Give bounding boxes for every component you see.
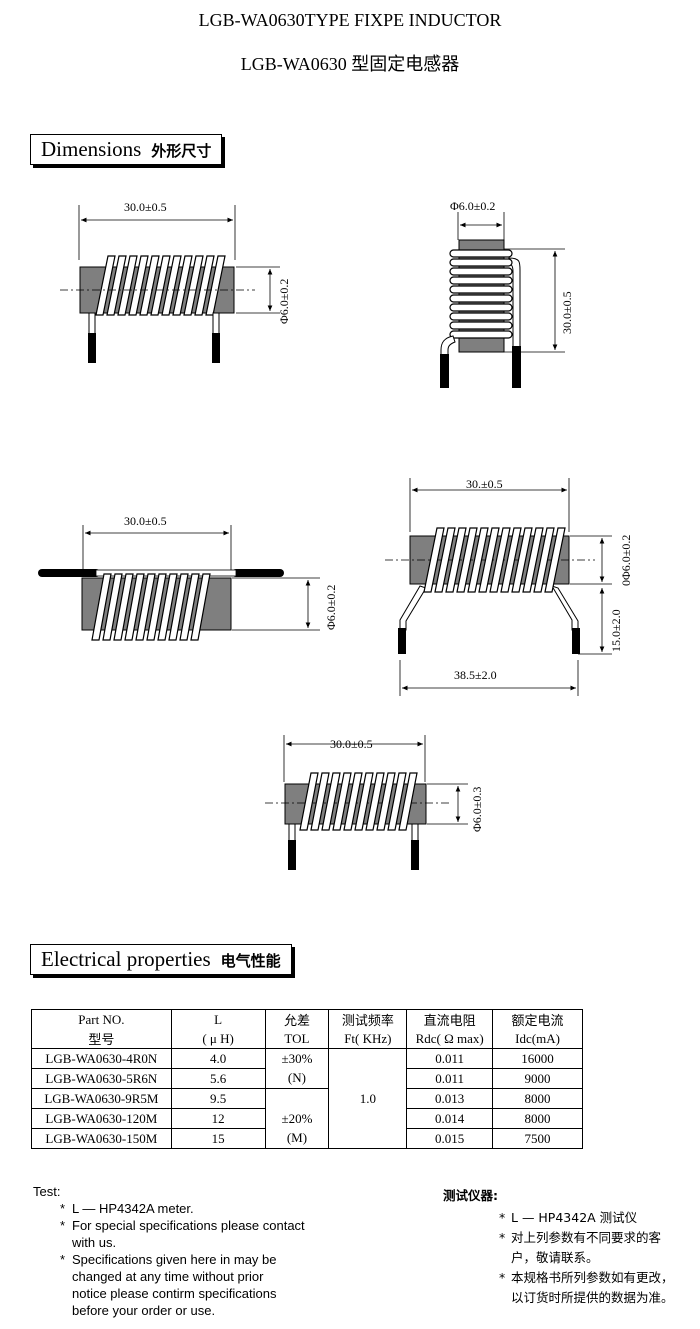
inductance: 15 <box>170 1128 266 1149</box>
figure-2-vertical-mount: Φ6.0±0.2 30.0±0.5 <box>440 199 574 388</box>
note-item: *L — HP4342A meter. <box>60 1201 194 1216</box>
rdc: 0.011 <box>406 1048 494 1069</box>
fig1-diameter-label: Φ6.0±0.2 <box>277 279 291 324</box>
tolerance-m: ±20% <box>264 1108 330 1129</box>
electrical-heading-zh: 电气性能 <box>220 952 281 970</box>
idc: 16000 <box>492 1048 583 1069</box>
test-notes-en: Test: *L — HP4342A meter. *For special s… <box>33 1183 353 1319</box>
fig4-height-label: 15.0±2.0 <box>609 609 623 652</box>
dimensions-heading-zh: 外形尺寸 <box>151 142 212 160</box>
fig5-diameter-label: Φ6.0±0.3 <box>470 787 484 832</box>
header-idc: Idc(mA) <box>492 1029 583 1049</box>
fig3-diameter-label: Φ6.0±0.2 <box>324 585 338 630</box>
table-header-row-2: 型号 ( μ H) TOL Ft( KHz) Rdc( Ω max) Idc(m… <box>31 1029 583 1049</box>
dimensions-heading-en: Dimensions <box>41 137 142 161</box>
header-part-no: Part NO. <box>31 1009 172 1029</box>
note-text: Specifications given here in may be chan… <box>72 1252 277 1318</box>
electrical-properties-table: Part NO. L 允差 测试频率 直流电阻 额定电流 型号 ( μ H) T… <box>31 1009 583 1149</box>
note-text: For special specifications please contac… <box>72 1218 305 1250</box>
fig5-length-label: 30.0±0.5 <box>330 737 373 751</box>
note-text: L — HP4342A 测试仪 <box>511 1210 638 1225</box>
table-row: LGB-WA0630-9R5M 9.5 0.013 8000 <box>31 1088 583 1109</box>
header-freq: Ft( KHz) <box>328 1029 408 1049</box>
idc: 8000 <box>492 1108 583 1129</box>
header-freq-zh: 测试频率 <box>328 1009 408 1029</box>
dimension-drawings: 30.0±0.5 Φ6.0±0.2 Φ6.0±0.2 <box>38 199 633 870</box>
part-number: LGB-WA0630-150M <box>31 1128 172 1149</box>
header-l: L <box>170 1009 266 1029</box>
header-l-unit: ( μ H) <box>170 1029 266 1049</box>
note-text: 本规格书所列参数如有更改， 以订货时所提供的数据为准。 <box>511 1270 674 1305</box>
fig3-length-label: 30.0±0.5 <box>124 514 167 528</box>
table-row: LGB-WA0630-150M 15 (M) 0.015 7500 <box>31 1128 583 1149</box>
fig1-length-label: 30.0±0.5 <box>124 200 167 214</box>
header-rdc-zh: 直流电阻 <box>406 1009 494 1029</box>
part-number: LGB-WA0630-4R0N <box>31 1048 172 1069</box>
test-frequency: 1.0 <box>328 1048 408 1149</box>
inductance: 4.0 <box>170 1048 266 1069</box>
document-title-zh: LGB-WA0630 型固定电感器 <box>240 54 460 74</box>
tolerance-n-code: (N) <box>264 1068 330 1089</box>
inductance: 9.5 <box>170 1088 266 1109</box>
table-row: LGB-WA0630-4R0N 4.0 ±30% 1.0 0.011 16000 <box>31 1048 583 1149</box>
fig4-span-label: 38.5±2.0 <box>454 668 497 682</box>
table-row: LGB-WA0630-120M 12 ±20% 0.014 8000 <box>31 1108 583 1129</box>
dimensions-heading: Dimensions 外形尺寸 <box>30 134 223 165</box>
inductance: 5.6 <box>170 1068 266 1089</box>
rdc: 0.014 <box>406 1108 494 1129</box>
fig4-diameter-label: 0Φ6.0±0.2 <box>619 535 633 586</box>
header-idc-zh: 额定电流 <box>492 1009 583 1029</box>
note-item: *本规格书所列参数如有更改， 以订货时所提供的数据为准。 <box>499 1268 693 1308</box>
idc: 7500 <box>492 1128 583 1149</box>
note-item: *L — HP4342A 测试仪 <box>499 1208 693 1228</box>
header-model-zh: 型号 <box>31 1029 172 1049</box>
rdc: 0.015 <box>406 1128 494 1149</box>
figure-3-axial-leads: 30.0±0.5 Φ6.0±0.2 <box>38 514 338 641</box>
note-text: 对上列参数有不同要求的客 户，敬请联系。 <box>511 1230 662 1265</box>
part-number: LGB-WA0630-9R5M <box>31 1088 172 1109</box>
electrical-heading-en: Electrical properties <box>41 947 211 971</box>
figure-1-horizontal-pcb: 30.0±0.5 Φ6.0±0.2 <box>60 200 291 363</box>
note-item: *对上列参数有不同要求的客 户，敬请联系。 <box>499 1228 693 1268</box>
header-rdc: Rdc( Ω max) <box>406 1029 494 1049</box>
table-row: LGB-WA0630-5R6N 5.6 (N) 0.011 9000 <box>31 1068 583 1089</box>
electrical-heading: Electrical properties 电气性能 <box>30 944 292 975</box>
rdc: 0.013 <box>406 1088 494 1109</box>
tolerance-blank <box>264 1088 330 1109</box>
test-notes-zh: 测试仪器: *L — HP4342A 测试仪 *对上列参数有不同要求的客 户，敬… <box>443 1186 693 1308</box>
table-header-row: Part NO. L 允差 测试频率 直流电阻 额定电流 <box>31 1009 583 1029</box>
part-number: LGB-WA0630-5R6N <box>31 1068 172 1089</box>
part-number: LGB-WA0630-120M <box>31 1108 172 1129</box>
note-text: L — HP4342A meter. <box>72 1201 194 1216</box>
header-tol-zh: 允差 <box>264 1009 330 1029</box>
figure-5-horizontal-pcb: 30.0±0.5 Φ6.0±0.3 <box>265 735 484 870</box>
inductance: 12 <box>170 1108 266 1129</box>
idc: 8000 <box>492 1088 583 1109</box>
idc: 9000 <box>492 1068 583 1089</box>
test-label-zh: 测试仪器: <box>443 1188 498 1203</box>
fig4-length-label: 30.±0.5 <box>466 477 503 491</box>
rdc: 0.011 <box>406 1068 494 1089</box>
header-tol: TOL <box>264 1029 330 1049</box>
fig2-diameter-label: Φ6.0±0.2 <box>450 199 495 213</box>
tolerance-m-code: (M) <box>264 1128 330 1149</box>
figure-4-formed-leads: 30.±0.5 0Φ6.0±0.2 15.0±2.0 <box>385 477 633 696</box>
note-item: *For special specifications please conta… <box>60 1218 305 1250</box>
document-title-en: LGB-WA0630TYPE FIXPE INDUCTOR <box>198 10 502 30</box>
note-item: *Specifications given here in may be cha… <box>60 1252 277 1318</box>
tolerance-n: ±30% <box>264 1048 330 1069</box>
test-label: Test: <box>33 1184 61 1199</box>
fig2-length-label: 30.0±0.5 <box>560 291 574 334</box>
